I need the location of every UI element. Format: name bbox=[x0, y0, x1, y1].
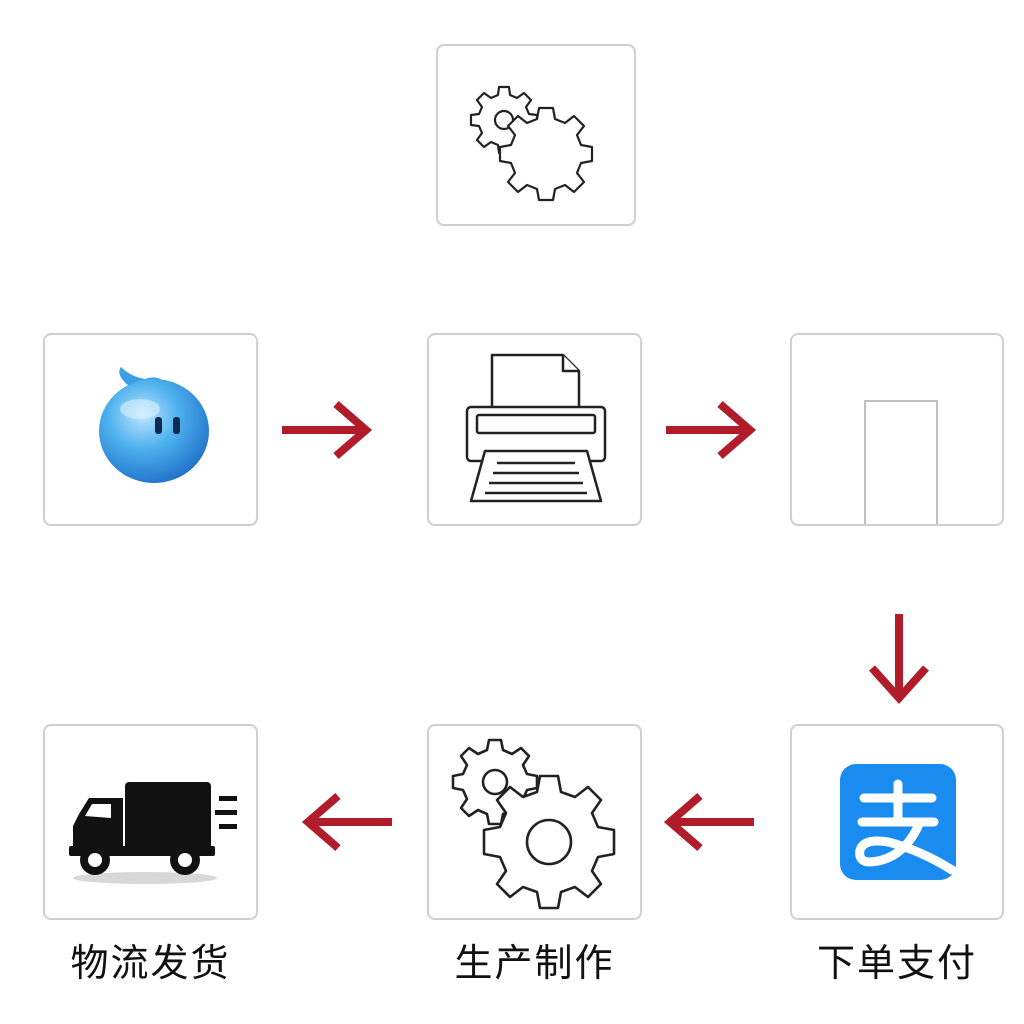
truck-icon bbox=[69, 782, 237, 884]
step-confirm-box bbox=[790, 333, 1004, 526]
gears-icon bbox=[469, 85, 594, 202]
label-ship: 物流发货 bbox=[70, 941, 231, 985]
gears-icon bbox=[451, 738, 616, 910]
chat-bubble-icon bbox=[99, 367, 209, 483]
door-icon bbox=[864, 400, 938, 524]
step-produce-box bbox=[427, 724, 642, 920]
arrow-left-1 bbox=[301, 792, 392, 852]
alipay-icon bbox=[840, 764, 957, 880]
step-ship-box bbox=[43, 724, 258, 920]
step-pay-box bbox=[790, 724, 1004, 920]
label-produce: 生产制作 bbox=[454, 941, 615, 985]
arrow-left-2 bbox=[663, 792, 754, 852]
arrow-right-2 bbox=[666, 400, 757, 460]
arrow-down bbox=[869, 614, 929, 704]
label-pay: 下单支付 bbox=[816, 941, 977, 985]
arrow-right-1 bbox=[282, 400, 373, 460]
top-gears-box bbox=[436, 44, 636, 226]
step-consult-box bbox=[43, 333, 258, 526]
step-design-box bbox=[427, 333, 642, 526]
printer-icon bbox=[465, 353, 607, 503]
